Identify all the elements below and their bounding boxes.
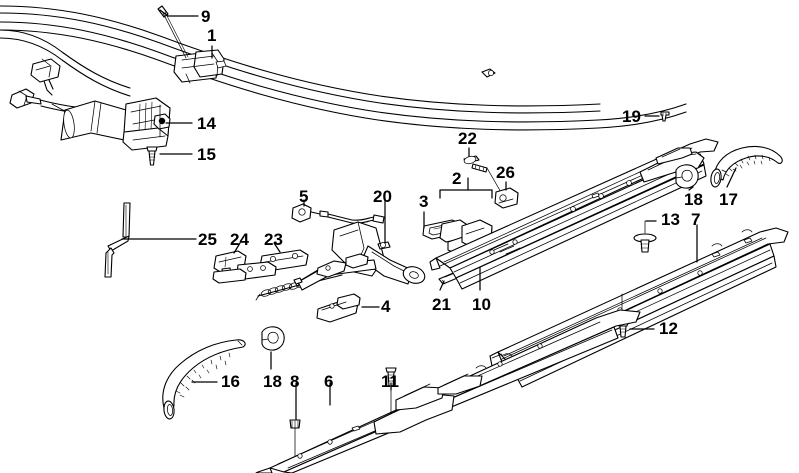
callout-17: 17 (719, 190, 738, 209)
callout-9: 9 (201, 7, 211, 26)
callout-3: 3 (419, 192, 429, 211)
callout-24: 24 (230, 230, 249, 249)
callout-22: 22 (458, 129, 477, 148)
callout-11: 11 (381, 372, 399, 391)
slider-shoe-23 (212, 249, 309, 284)
grommet-18-upper (675, 164, 699, 189)
callout-19: 19 (622, 107, 641, 126)
slider-shoe-4 (316, 293, 361, 323)
callout-16: 16 (221, 372, 240, 391)
stud-8 (289, 419, 301, 457)
cable-assembly-top (0, 5, 687, 131)
callout-14: 14 (197, 114, 216, 133)
clip-19 (660, 111, 670, 122)
callout-13: 13 (661, 210, 680, 229)
leader-lines (121, 9, 737, 421)
callout-18-lower: 18 (263, 372, 282, 391)
grommet-18-lower (261, 326, 285, 351)
screw-11 (385, 367, 397, 415)
crank-handle-25 (104, 202, 131, 278)
callout-4: 4 (381, 297, 391, 316)
callout-10: 10 (472, 295, 491, 314)
push-rivet-13 (633, 220, 657, 253)
callout-21: 21 (432, 295, 451, 314)
upper-guide-rail (429, 138, 719, 290)
callout-5: 5 (299, 187, 309, 206)
callout-8: 8 (290, 372, 300, 391)
drain-hose-16 (162, 339, 246, 420)
callout-12: 12 (659, 319, 678, 338)
callout-15: 15 (197, 145, 216, 164)
callout-2: 2 (452, 169, 462, 188)
callout-7: 7 (691, 210, 701, 229)
lever-mechanism (291, 203, 426, 291)
callout-23: 23 (264, 230, 283, 249)
drain-hose-17 (710, 145, 783, 188)
callout-6: 6 (324, 372, 334, 391)
callout-25: 25 (198, 230, 217, 249)
lower-rail-6 (255, 309, 641, 473)
drive-motor-assembly (9, 58, 171, 166)
callout-20: 20 (373, 187, 392, 206)
screw-22 (463, 155, 503, 195)
callout-1: 1 (207, 26, 217, 45)
callout-18-upper: 18 (684, 190, 703, 209)
callout-26: 26 (496, 163, 515, 182)
guide-block-26 (494, 187, 519, 209)
